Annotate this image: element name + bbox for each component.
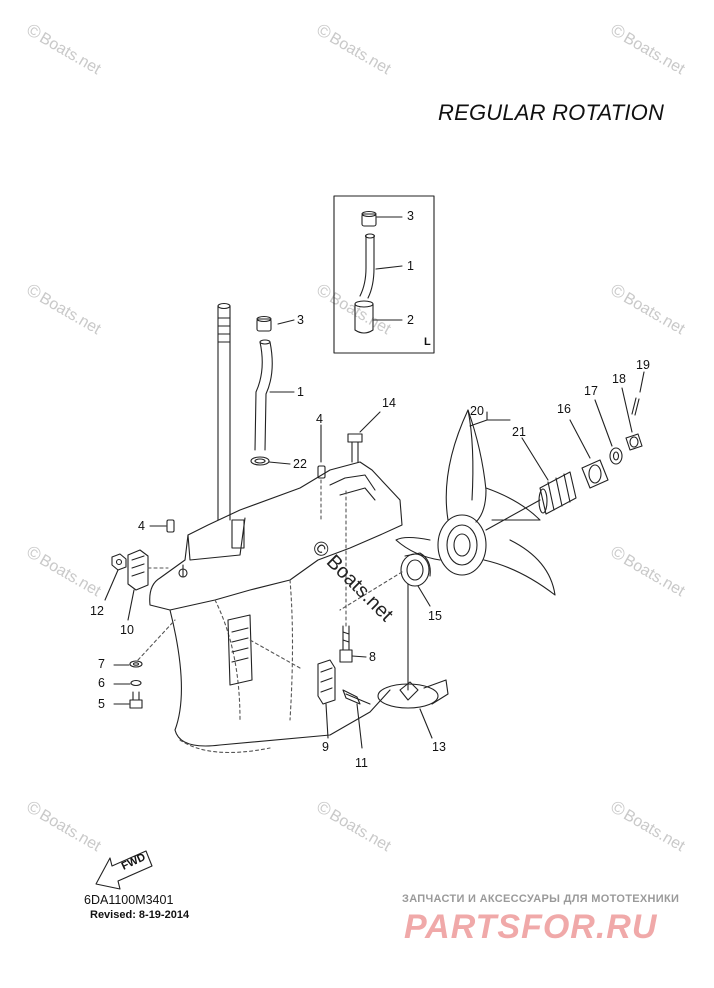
callout-20: 20	[470, 404, 484, 418]
bolt-8	[339, 489, 367, 663]
diagram-code: 6DA1100M3401	[84, 893, 174, 907]
callout-8: 8	[369, 650, 376, 664]
thrust-washer-15	[400, 552, 431, 587]
anode-9	[317, 659, 336, 705]
trim-tab-13	[377, 679, 449, 709]
footer-slogan: ЗАПЧАСТИ И АКСЕССУАРЫ ДЛЯ МОТОТЕХНИКИ	[402, 893, 680, 905]
callout-15: 15	[428, 609, 442, 623]
inset-box	[333, 195, 435, 354]
callout-7: 7	[98, 657, 105, 671]
callout-6: 6	[98, 676, 105, 690]
bracket-20	[469, 411, 511, 427]
washer-7	[129, 660, 143, 668]
callout-18: 18	[612, 372, 626, 386]
nut-12	[111, 553, 127, 571]
callout-14: 14	[382, 396, 396, 410]
revised-date: Revised: 8-19-2014	[90, 909, 190, 921]
callout-22: 22	[293, 457, 307, 471]
callout-4-top: 4	[316, 412, 323, 426]
callout-1: 1	[297, 385, 304, 399]
callout-9: 9	[322, 740, 329, 754]
bolt-5	[129, 691, 143, 709]
dowel-4b	[317, 465, 326, 479]
callout-4-left: 4	[138, 519, 145, 533]
callout-21: 21	[512, 425, 526, 439]
callout-17: 17	[584, 384, 598, 398]
bolt-11	[342, 689, 371, 749]
water-tube-1	[254, 341, 273, 451]
callout-1-inset: 1	[407, 259, 414, 273]
lower-casing	[149, 461, 403, 754]
washer-17	[609, 447, 623, 465]
diagram-title: REGULAR ROTATION	[438, 100, 665, 125]
seal-22	[250, 456, 270, 466]
anode-10	[127, 549, 149, 591]
inset-tube-part	[359, 235, 375, 299]
callout-10: 10	[120, 623, 134, 637]
inset-label: L	[424, 336, 431, 348]
dowel-4a	[166, 519, 175, 533]
callout-16: 16	[557, 402, 571, 416]
grommet-3	[256, 315, 272, 332]
callout-13: 13	[432, 740, 446, 754]
drive-shaft	[217, 302, 231, 521]
callout-3: 3	[297, 313, 304, 327]
cotter-pin-19	[631, 397, 640, 416]
callout-3-inset: 3	[407, 209, 414, 223]
inset-sleeve-part	[354, 300, 374, 334]
spacer-21	[538, 471, 577, 515]
callout-12: 12	[90, 604, 104, 618]
bolt-14	[347, 411, 381, 463]
washer-16	[581, 459, 609, 489]
callout-2-inset: 2	[407, 313, 414, 327]
washer-6	[130, 679, 142, 687]
fwd-arrow	[95, 850, 153, 890]
callout-19: 19	[636, 358, 650, 372]
brand-logo[interactable]: PARTSFOR.RU	[404, 908, 658, 946]
callout-5: 5	[98, 697, 105, 711]
inset-grommet-part	[361, 210, 377, 227]
nut-18	[625, 433, 643, 451]
callout-11: 11	[355, 756, 368, 770]
propeller-20	[395, 409, 556, 596]
